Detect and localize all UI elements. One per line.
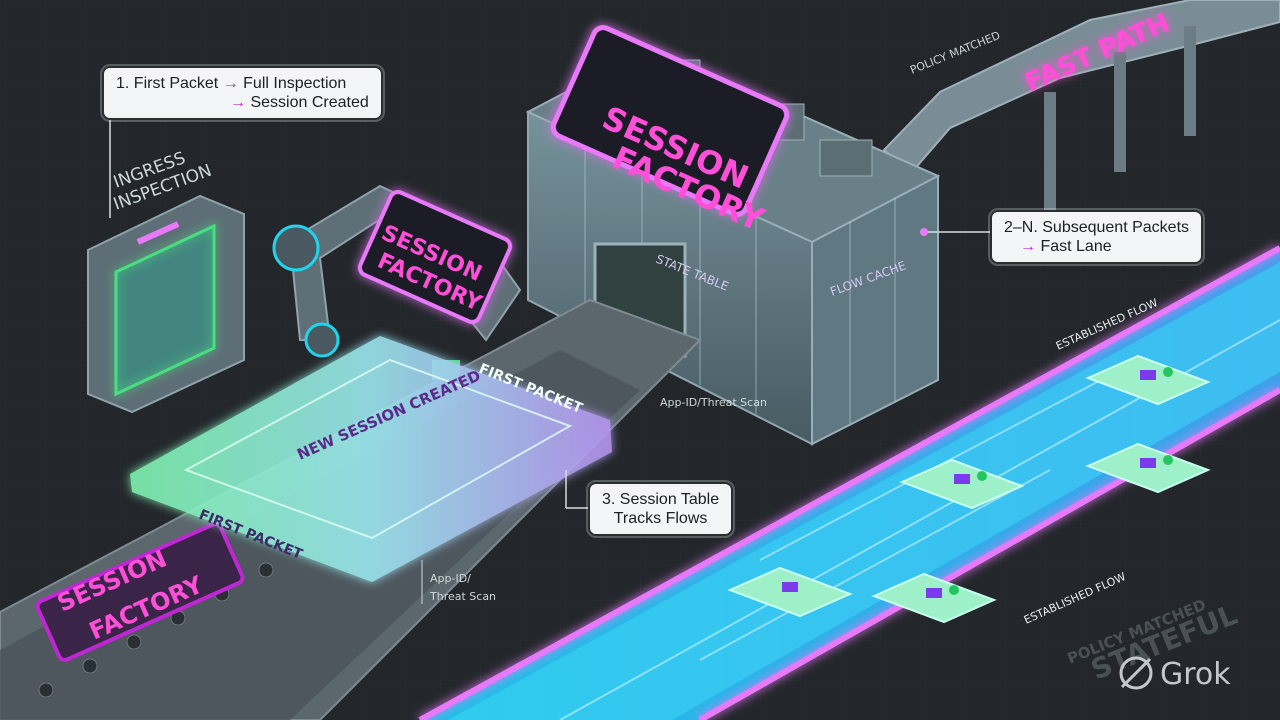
building-sign-frame xyxy=(550,25,790,217)
fast-packet xyxy=(899,458,1025,510)
fast-path-ramp xyxy=(882,0,1280,212)
callout-table-line2: Tracks Flows xyxy=(613,510,708,527)
fast-lane xyxy=(418,245,1280,720)
arrow-icon: → xyxy=(222,75,239,92)
lane-edge-bottom xyxy=(698,387,1280,720)
fast-packet xyxy=(1085,354,1211,406)
callout-first-packet: 1. First Packet → Full Inspection → Sess… xyxy=(102,66,383,120)
grok-logo-icon xyxy=(1119,656,1153,690)
callout-subsequent-line1: Fast Lane xyxy=(1040,238,1112,255)
app-id-label-line1: App-ID/ xyxy=(430,572,471,585)
fast-packet xyxy=(871,572,997,624)
ingress-gate xyxy=(87,194,245,414)
callout-subsequent-packets: 2–N. Subsequent Packets → Fast Lane xyxy=(990,210,1204,264)
threat-scan-label: App-ID/Threat Scan xyxy=(660,396,767,409)
fast-packet xyxy=(727,566,853,618)
callout-first-number: 1. First Packet xyxy=(116,75,219,92)
callout-first-line2: Session Created xyxy=(250,94,369,111)
belt-sign-frame xyxy=(35,522,245,662)
grok-logo-text: Grok xyxy=(1160,657,1231,692)
callout-subsequent-number: 2–N. Subsequent Packets xyxy=(1004,219,1190,236)
lane-edge-top xyxy=(418,245,1280,720)
arm-sign-frame xyxy=(357,190,513,324)
session-factory-building xyxy=(525,25,941,446)
first-packet xyxy=(130,336,612,582)
app-id-label-line2: Threat Scan xyxy=(429,590,496,603)
fan-unit xyxy=(819,139,873,177)
callout-table-line1: 3. Session Table xyxy=(602,491,720,508)
fast-packet xyxy=(1085,442,1211,494)
arrow-icon: → xyxy=(1020,238,1036,255)
callout-session-table: 3. Session Table Tracks Flows xyxy=(588,482,734,536)
callout-first-line1: Full Inspection xyxy=(243,75,347,92)
arrow-icon: → xyxy=(230,94,246,111)
